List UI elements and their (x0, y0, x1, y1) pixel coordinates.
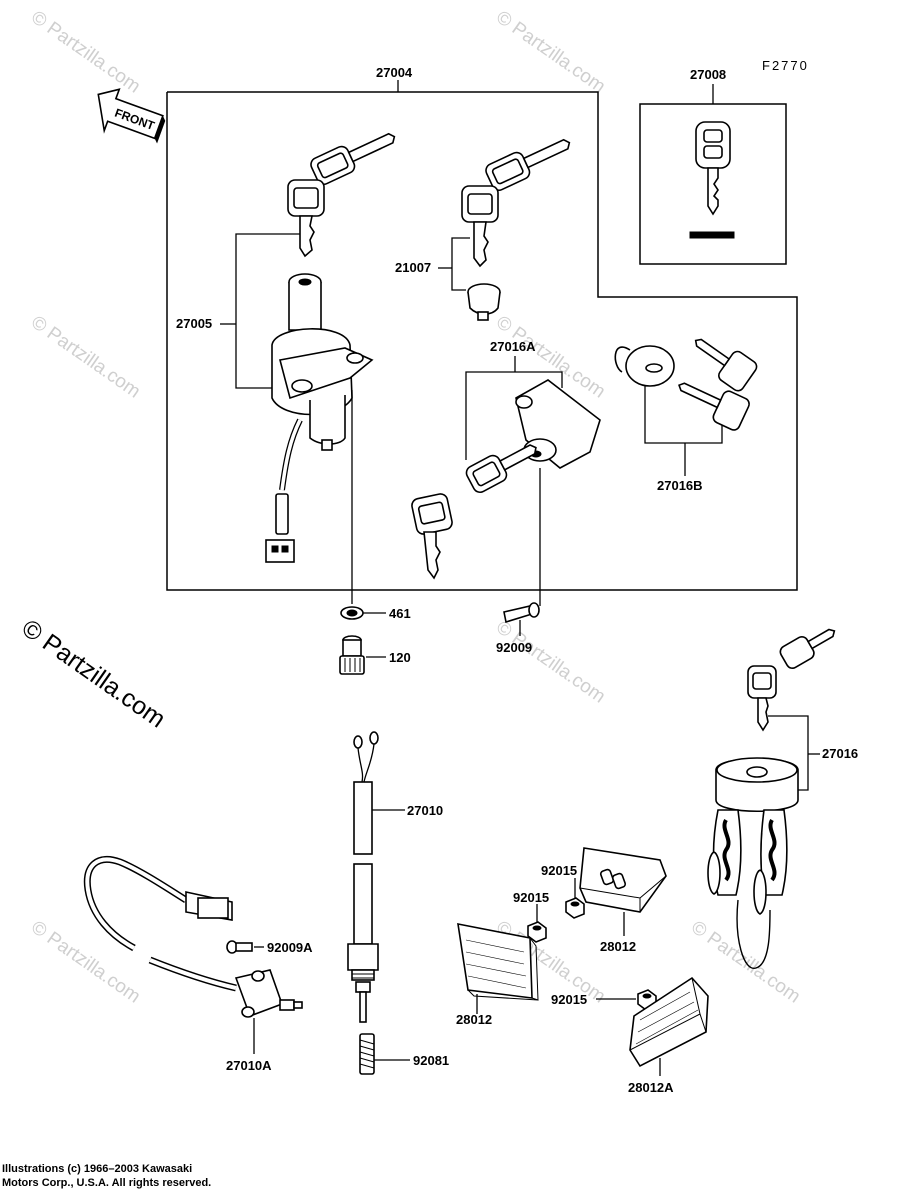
chain-lock-icon (707, 757, 799, 969)
wire-switch-icon (347, 731, 379, 1023)
copyright-notice: Illustrations (c) 1966–2003 Kawasaki Mot… (2, 1163, 212, 1189)
key-set-icon (461, 138, 571, 268)
part-label-27010[interactable]: 27010 (407, 803, 443, 818)
part-label-92081[interactable]: 92081 (413, 1053, 449, 1068)
lock-cylinder-icon (467, 283, 501, 321)
key-set-icon (287, 132, 396, 258)
part-label-27016A[interactable]: 27016A (490, 339, 536, 354)
spring-icon (359, 1033, 375, 1075)
watermark: © Partzilla.com (27, 917, 144, 1008)
screw-icon (226, 940, 253, 954)
screw-icon (503, 602, 540, 624)
leader-line (235, 233, 300, 389)
part-label-92009[interactable]: 92009 (496, 640, 532, 655)
part-label-92015[interactable]: 92015 (541, 863, 577, 878)
watermark: © Partzilla.com (27, 312, 144, 403)
leader-line (465, 371, 563, 460)
part-label-27008[interactable]: 27008 (690, 67, 726, 82)
bolt-icon (339, 635, 365, 675)
watermark-layer: © Partzilla.com © Partzilla.com © Partzi… (17, 7, 804, 1008)
leader-line (451, 237, 470, 291)
seat-lock-icon (411, 379, 601, 580)
figure-code: F2770 (762, 58, 809, 73)
part-label-27010A[interactable]: 27010A (226, 1058, 272, 1073)
part-label-27004[interactable]: 27004 (376, 65, 413, 80)
reflector-icon (579, 847, 667, 913)
part-label-27016B[interactable]: 27016B (657, 478, 703, 493)
part-label-28012[interactable]: 28012 (600, 939, 636, 954)
reflector-icon (457, 922, 539, 1001)
assembly-outline-27004 (166, 91, 798, 591)
nut-icon (565, 897, 585, 919)
part-label-21007[interactable]: 21007 (395, 260, 431, 275)
chain-lock-key-icon (747, 628, 836, 732)
part-label-28012[interactable]: 28012 (456, 1012, 492, 1027)
part-label-92009A[interactable]: 92009A (267, 940, 313, 955)
blank-key-icon (689, 121, 735, 239)
part-label-27016[interactable]: 27016 (822, 746, 858, 761)
part-label-92015[interactable]: 92015 (513, 890, 549, 905)
part-label-92015[interactable]: 92015 (551, 992, 587, 1007)
part-label-120[interactable]: 120 (389, 650, 411, 665)
part-label-28012A[interactable]: 28012A (628, 1080, 674, 1095)
leader-line (644, 380, 723, 444)
ignition-switch-icon (265, 273, 374, 563)
part-label-461[interactable]: 461 (389, 606, 411, 621)
side-stand-switch-icon (83, 855, 303, 1018)
reflector-icon (629, 976, 709, 1068)
watermark: © Partzilla.com (492, 617, 609, 708)
part-label-27005[interactable]: 27005 (176, 316, 212, 331)
leader-line (768, 715, 809, 791)
helmet-lock-icon (614, 338, 758, 431)
main-watermark: © Partzilla.com (17, 614, 171, 734)
nut-icon (527, 921, 547, 943)
watermark: © Partzilla.com (492, 7, 609, 98)
washer-icon (340, 606, 364, 620)
watermark: © Partzilla.com (27, 7, 144, 98)
